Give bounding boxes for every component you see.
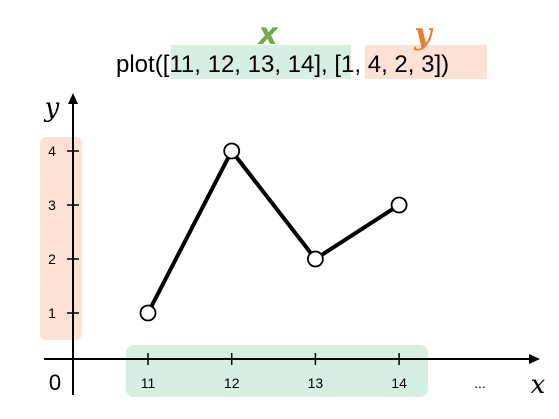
- x-tick-label: 11: [141, 375, 156, 391]
- x-axis-ellipsis: ...: [474, 375, 486, 391]
- code-y-list: [1, 4, 2, 3]: [334, 51, 441, 78]
- y-tick-label: 2: [48, 251, 56, 267]
- data-point: [223, 142, 241, 160]
- code-line: plot([11, 12, 13, 14], [1, 4, 2, 3]): [116, 51, 449, 78]
- x-axis-label: x: [531, 370, 546, 400]
- code-x-list: [11, 12, 13, 14]: [163, 51, 321, 78]
- code-separator: ,: [321, 51, 334, 78]
- x-badge: x: [256, 17, 279, 52]
- data-point: [139, 304, 157, 322]
- y-tick-label: 4: [48, 143, 56, 159]
- origin-label: 0: [49, 370, 61, 395]
- x-tick-label: 12: [224, 375, 240, 391]
- x-tick-label: 13: [308, 375, 324, 391]
- series-line: [146, 149, 402, 315]
- y-axis-arrow: [68, 93, 78, 104]
- code-func-open: plot(: [116, 51, 163, 78]
- y-axis-label: y: [44, 93, 60, 123]
- data-point: [390, 196, 408, 214]
- x-list-highlight: [171, 45, 351, 79]
- y-tick-label: 3: [48, 197, 56, 213]
- y-axis-highlight: [40, 137, 82, 340]
- y-tick-label: 1: [48, 305, 56, 321]
- x-tick-label: 14: [391, 375, 407, 391]
- code-func-close: ): [441, 51, 449, 78]
- y-badge: y: [413, 17, 434, 52]
- x-axis-highlight: [126, 345, 428, 397]
- data-point: [306, 250, 324, 268]
- y-list-highlight: [365, 45, 487, 79]
- x-axis-arrow: [529, 354, 540, 364]
